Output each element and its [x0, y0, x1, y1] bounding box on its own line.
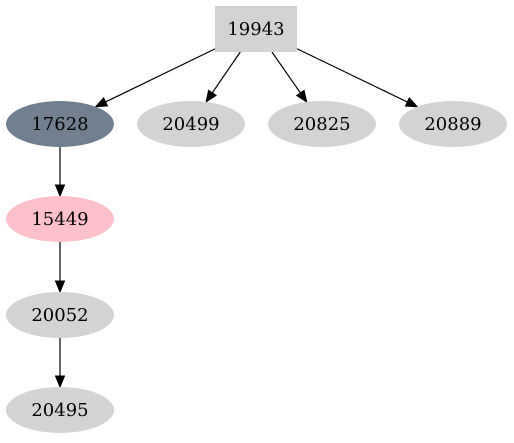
edge-19943-to-17628	[94, 48, 216, 108]
node-ellipse	[6, 101, 114, 147]
node-label: 15449	[31, 209, 88, 230]
edge-17628-to-15449	[54, 147, 66, 198]
node-ellipse	[268, 101, 376, 147]
nodes-layer: 19943 17628 20499 20825 20889 15449 20052 20495	[6, 6, 507, 433]
node-label: 20825	[293, 114, 350, 135]
node-label: 20052	[31, 305, 88, 326]
node-ellipse	[6, 292, 114, 338]
node-label: 20495	[31, 400, 88, 421]
node-17628: 17628	[6, 101, 114, 147]
node-20889: 20889	[399, 101, 507, 147]
node-ellipse	[137, 101, 245, 147]
node-box	[215, 6, 297, 52]
node-20495: 20495	[6, 387, 114, 433]
arrowhead-icon	[54, 280, 66, 294]
edge-line	[271, 51, 301, 94]
node-label: 17628	[31, 114, 88, 135]
node-ellipse	[6, 387, 114, 433]
arrowhead-icon	[54, 375, 66, 389]
node-ellipse	[399, 101, 507, 147]
edge-line	[211, 51, 241, 94]
arrowhead-icon	[54, 184, 66, 198]
arrowhead-icon	[94, 96, 109, 108]
node-20499: 20499	[137, 101, 245, 147]
node-label: 19943	[227, 19, 284, 40]
arrowhead-icon	[404, 97, 419, 108]
node-20052: 20052	[6, 292, 114, 338]
edge-20052-to-20495	[54, 338, 66, 389]
edge-15449-to-20052	[54, 242, 66, 294]
node-ellipse	[6, 196, 114, 242]
arrowhead-icon	[205, 89, 217, 104]
edge-line	[296, 48, 408, 103]
edge-19943-to-20499	[205, 51, 241, 104]
arrowhead-icon	[295, 89, 308, 104]
node-20825: 20825	[268, 101, 376, 147]
edge-19943-to-20825	[271, 51, 308, 104]
edge-19943-to-20889	[296, 48, 419, 108]
node-label: 20889	[424, 114, 481, 135]
node-15449: 15449	[6, 196, 114, 242]
edge-line	[105, 48, 216, 103]
node-label: 20499	[162, 114, 219, 135]
edges-layer	[54, 48, 419, 389]
node-19943: 19943	[215, 6, 297, 52]
